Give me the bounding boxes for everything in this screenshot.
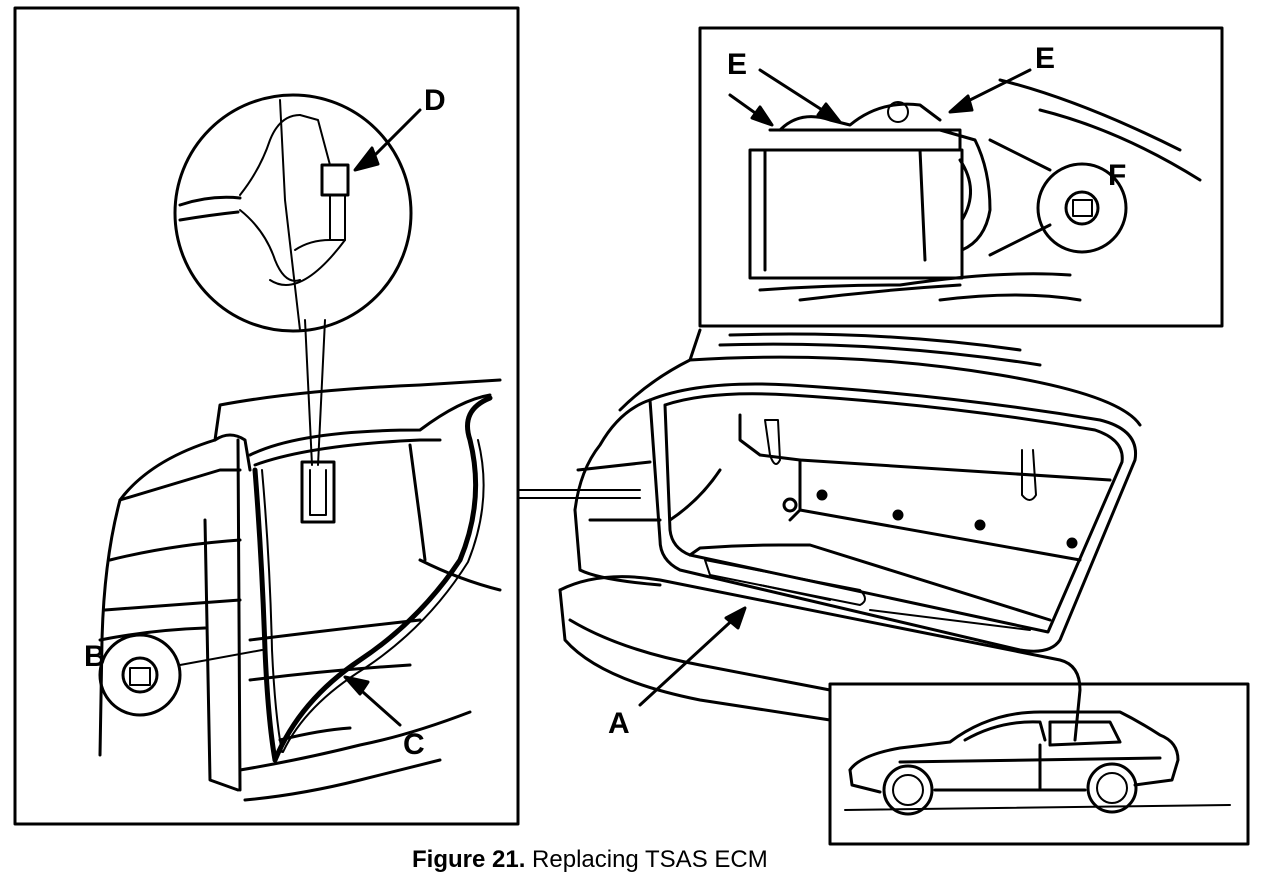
callout-label-b: B bbox=[84, 640, 106, 673]
callout-label-e-left: E bbox=[727, 48, 747, 81]
callout-label-f: F bbox=[1108, 159, 1126, 192]
callout-label-e-right: E bbox=[1035, 42, 1055, 75]
callout-label-a: A bbox=[608, 707, 630, 740]
left-detail-panel bbox=[13, 6, 520, 826]
car-inset bbox=[828, 682, 1250, 846]
figure-caption: Figure 21. Replacing TSAS ECM bbox=[412, 846, 768, 874]
callout-label-c: C bbox=[403, 728, 425, 761]
ecm-inset bbox=[698, 26, 1224, 328]
callout-label-d: D bbox=[424, 84, 446, 117]
figure-number: Figure 21. bbox=[412, 846, 526, 873]
figure-title: Replacing TSAS ECM bbox=[532, 846, 768, 873]
trunk-illustration bbox=[558, 328, 1142, 742]
